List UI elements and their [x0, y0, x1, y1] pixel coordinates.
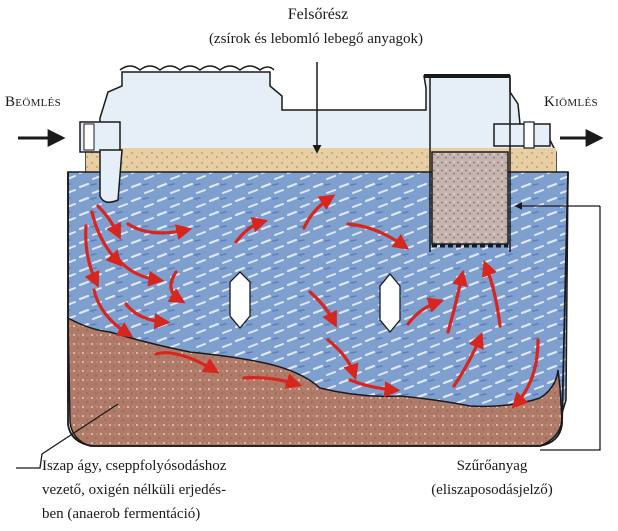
baffle-opening-right — [380, 274, 400, 332]
top-layer-title: Felsőrész — [200, 6, 436, 24]
outlet-pipe — [494, 122, 550, 148]
manhole-cover-icon — [120, 66, 274, 70]
outlet-label: Kiömlés — [544, 94, 598, 111]
sludge-label-line1: Iszap ágy, cseppfolyósodáshoz — [42, 458, 226, 475]
top-layer-subtitle: (zsírok és lebomló lebegő anyagok) — [126, 31, 506, 48]
filter-housing-cap — [424, 74, 510, 78]
filter-label-line2: (eliszaposodásjelző) — [372, 482, 612, 499]
sludge-label-line3: ben (anaerob fermentáció) — [42, 506, 200, 523]
baffle-opening-left — [230, 272, 250, 328]
sludge-label-line2: vezető, oxigén nélküli erjedés- — [42, 482, 226, 499]
filter-label-line1: Szűrőanyag — [372, 458, 612, 475]
inlet-label: Beömlés — [5, 94, 61, 111]
